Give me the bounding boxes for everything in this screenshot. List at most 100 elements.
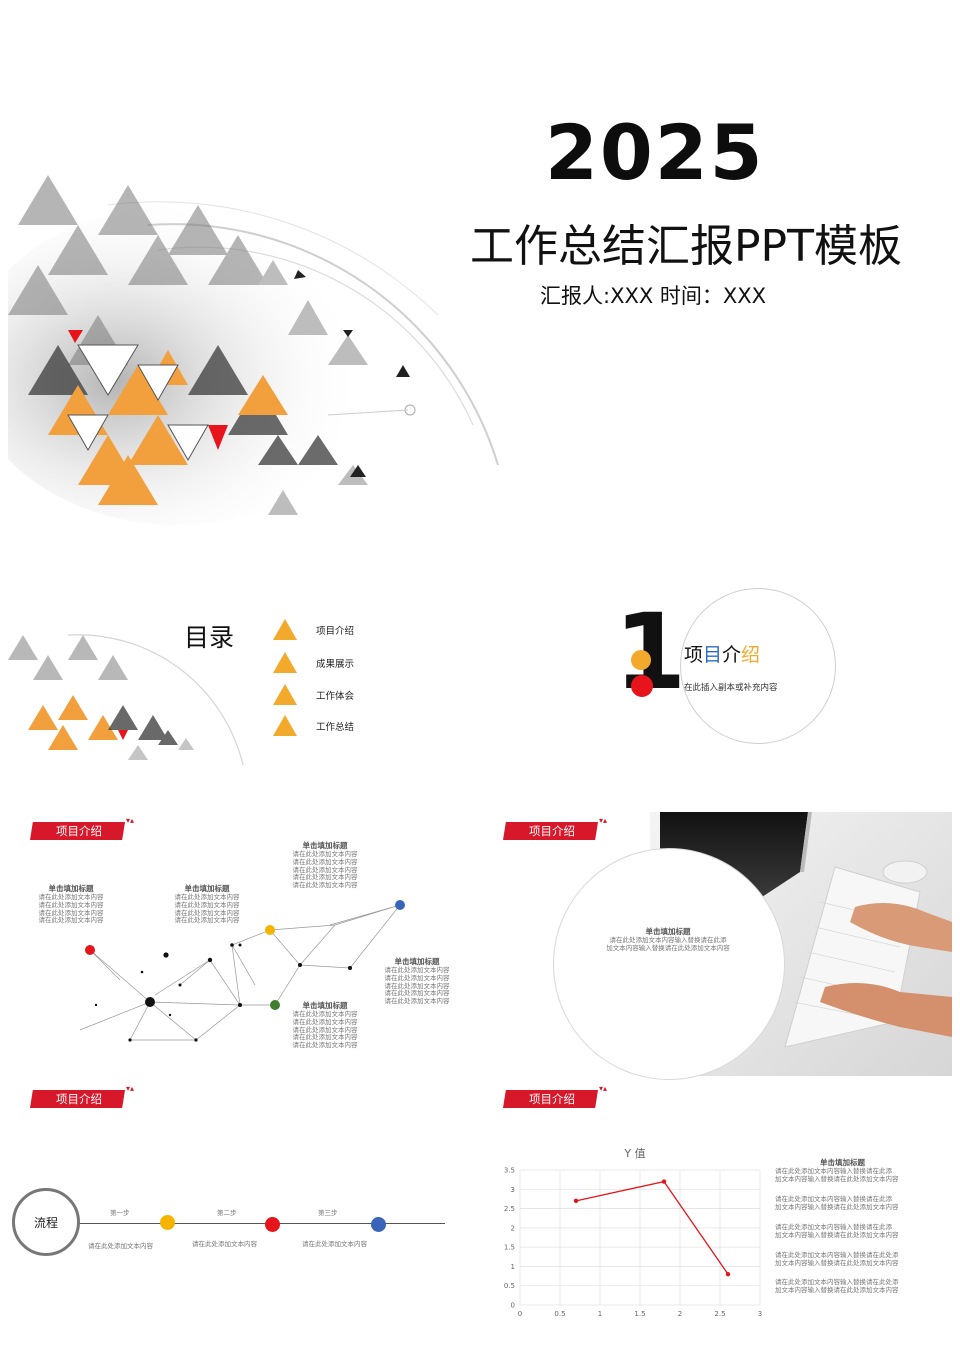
toc-item-label: 成果展示: [316, 659, 355, 670]
y-tick-label: 0.5: [504, 1282, 515, 1290]
slide-header: 项目介绍 ▾▴: [30, 816, 134, 840]
section-title-char: 目: [703, 644, 723, 666]
x-tick-label: 1.5: [634, 1310, 645, 1318]
flow-step-text: 请在此处添加文本内容: [302, 1240, 367, 1248]
text-block-body: 请在此处添加文本内容 请在此处添加文本内容 请在此处添加文本内容 请在此处添加文…: [174, 893, 240, 925]
flow-step-dot: [265, 1217, 280, 1232]
text-block-title: 单击填加标题: [184, 884, 230, 893]
toc-title: 目录: [184, 623, 235, 652]
toc-item[interactable]: 工作体会: [273, 684, 433, 708]
section-circle: [680, 588, 836, 744]
triangle-bullet-icon: [273, 619, 297, 640]
toc-item-label: 项目介绍: [316, 626, 355, 637]
flow-step-text: 请在此处添加文本内容: [88, 1242, 153, 1250]
section-title: 项目介绍: [684, 640, 760, 667]
text-block: 单击填加标题 请在此处添加文本内容 请在此处添加文本内容 请在此处添加文本内容 …: [36, 883, 106, 925]
text-block-title: 单击填加标题: [645, 927, 691, 936]
chart-notes-title: 单击填加标题: [820, 1158, 865, 1167]
header-ribbon: [30, 822, 125, 840]
flow-step-dot: [160, 1215, 175, 1230]
data-point: [725, 1271, 731, 1277]
toc-item-label: 工作总结: [316, 722, 355, 733]
data-point: [573, 1198, 579, 1204]
header-ribbon: [503, 1090, 598, 1108]
slide-header: 项目介绍 ▾▴: [503, 1084, 607, 1108]
x-tick-label: 2.5: [714, 1310, 725, 1318]
yellow-dot-icon: [631, 650, 651, 670]
header-ribbon: [503, 822, 598, 840]
x-tick-label: 0: [518, 1310, 522, 1318]
x-tick-label: 3: [758, 1310, 762, 1318]
cover-year: 2025: [545, 108, 765, 197]
slide-header-label: 项目介绍: [529, 1092, 575, 1106]
ribbon-decoration-icon: ▾▴: [126, 1084, 135, 1093]
toc-item[interactable]: 工作总结: [273, 715, 433, 739]
y-tick-label: 0: [511, 1302, 515, 1310]
section-title-char: 项: [684, 644, 704, 666]
flow-step-text: 请在此处添加文本内容: [192, 1240, 257, 1248]
text-block-title: 单击填加标题: [302, 1001, 348, 1010]
chart-note: 请在此处添加文本内容输入替换请在此添 加文本内容输入替换请在此处添加文本内容: [775, 1195, 899, 1211]
flow-step-dot: [371, 1217, 386, 1232]
keyboard-slide-circle: [553, 848, 785, 1080]
ribbon-decoration-icon: ▾▴: [126, 816, 135, 825]
toc-item-label: 工作体会: [316, 691, 355, 702]
chart-note: 请在此处添加文本内容输入替换请在此添 加文本内容输入替换请在此处添加文本内容: [775, 1223, 899, 1239]
text-block-title: 单击填加标题: [394, 957, 440, 966]
triangle-bullet-icon: [273, 652, 297, 673]
flow-start-circle: [12, 1188, 80, 1256]
text-block-title: 单击填加标题: [302, 841, 348, 850]
ribbon-decoration-icon: ▾▴: [599, 1084, 608, 1093]
triangle-bullet-icon: [273, 684, 297, 705]
section-title-char: 绍: [741, 644, 761, 666]
y-tick-label: 2.5: [504, 1205, 515, 1213]
y-tick-label: 1: [511, 1263, 515, 1271]
text-block: 单击填加标题 请在此处添加文本内容 请在此处添加文本内容 请在此处添加文本内容 …: [172, 883, 242, 925]
cover-reporter: 汇报人:XXX 时间：XXX: [540, 284, 767, 308]
y-tick-label: 1.5: [504, 1244, 515, 1252]
section-title-char: 介: [722, 644, 742, 666]
text-block-body: 请在此处添加文本内容 请在此处添加文本内容 请在此处添加文本内容 请在此处添加文…: [384, 966, 450, 1006]
section-subtitle: 在此插入副本或补充内容: [684, 683, 778, 693]
y-tick-label: 3: [511, 1186, 515, 1194]
text-block: 单击填加标题 请在此处添加文本内容 请在此处添加文本内容 请在此处添加文本内容 …: [382, 956, 452, 1006]
flow-step-name: 第二步: [217, 1209, 237, 1217]
x-tick-label: 2: [678, 1310, 682, 1318]
slide-header: 项目介绍 ▾▴: [30, 1084, 134, 1108]
chart-note: 请在此处添加文本内容输入替换请在此处添 加文本内容输入替换请在此处添加文本内容: [775, 1251, 899, 1267]
text-block-body: 请在此处添加文本内容 请在此处添加文本内容 请在此处添加文本内容 请在此处添加文…: [292, 1010, 358, 1050]
text-block-body: 请在此处添加文本内容 请在此处添加文本内容 请在此处添加文本内容 请在此处添加文…: [38, 893, 104, 925]
x-tick-label: 0.5: [554, 1310, 565, 1318]
data-point: [661, 1179, 667, 1184]
flow-step-name: 第一步: [110, 1209, 130, 1217]
scatter-chart: Y 值 0 0.5 1 1.5 2 2.5 3 3.5 0 0.5 1 1.5 2 2.5 3: [504, 1147, 762, 1318]
y-tick-label: 2: [511, 1224, 515, 1232]
toc-triangles-illustration: [8, 634, 244, 766]
cover-title: 工作总结汇报PPT模板: [470, 221, 902, 272]
toc-item[interactable]: 成果展示: [273, 652, 433, 676]
flow-timeline-line: [78, 1223, 445, 1224]
triangle-bullet-icon: [273, 715, 297, 736]
text-block: 单击填加标题 请在此处添加文本内容输入替换请在此添 加文本内容输入替换请在此处添…: [588, 926, 748, 953]
slide-header-label: 项目介绍: [56, 824, 102, 838]
text-block-body: 请在此处添加文本内容 请在此处添加文本内容 请在此处添加文本内容 请在此处添加文…: [292, 850, 358, 890]
geometric-triangles-illustration: [8, 175, 499, 525]
chart-title: Y 值: [623, 1147, 645, 1160]
slide-header-label: 项目介绍: [56, 1092, 102, 1106]
red-dot-icon: [631, 675, 653, 697]
x-tick-label: 1: [598, 1310, 602, 1318]
y-tick-label: 3.5: [504, 1167, 515, 1175]
text-block-body: 请在此处添加文本内容输入替换请在此添 加文本内容输入替换请在此处添加文本内容: [606, 936, 730, 952]
flow-label: 流程: [33, 1216, 58, 1230]
text-block: 单击填加标题 请在此处添加文本内容 请在此处添加文本内容 请在此处添加文本内容 …: [290, 1000, 360, 1050]
text-block-title: 单击填加标题: [48, 884, 94, 893]
slide-header: 项目介绍 ▾▴: [503, 816, 607, 840]
toc-item[interactable]: 项目介绍: [273, 619, 433, 643]
network-diagram: [79, 900, 405, 1042]
chart-note: 请在此处添加文本内容输入替换请在此处添 加文本内容输入替换请在此处添加文本内容: [775, 1278, 899, 1294]
slide-header-label: 项目介绍: [529, 824, 575, 838]
chart-note: 请在此处添加文本内容输入替换请在此添 加文本内容输入替换请在此处添加文本内容: [775, 1167, 899, 1183]
text-block: 单击填加标题 请在此处添加文本内容 请在此处添加文本内容 请在此处添加文本内容 …: [290, 840, 360, 890]
header-ribbon: [30, 1090, 125, 1108]
flow-step-name: 第三步: [318, 1209, 338, 1217]
